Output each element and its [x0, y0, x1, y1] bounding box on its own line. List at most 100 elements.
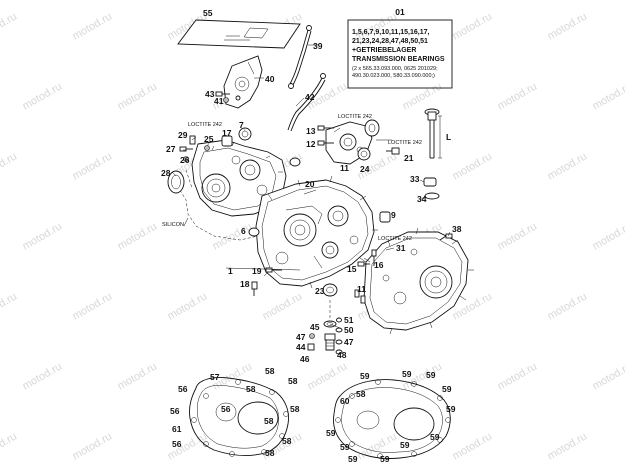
label-59-d: 59	[442, 384, 452, 394]
part-oil-dipstick: L	[424, 108, 451, 159]
label-20: 20	[305, 179, 315, 189]
label-13: 13	[306, 126, 316, 136]
label-19: 19	[252, 266, 262, 276]
label-58-c: 58	[246, 384, 256, 394]
label-45: 45	[310, 322, 320, 332]
watermark-text: motod.ru	[71, 290, 115, 322]
watermark-text: motod.ru	[0, 150, 19, 182]
watermark-text: motod.ru	[591, 220, 625, 252]
label-15: 15	[347, 264, 357, 274]
label-27: 27	[166, 144, 176, 154]
label-59-c: 59	[426, 370, 436, 380]
part-oil-seal-28	[167, 170, 185, 194]
watermark-text: motod.ru	[21, 220, 65, 252]
part-bolts-13-12	[317, 125, 334, 146]
label-59-g: 59	[430, 432, 440, 442]
part-dowels-11-lower	[354, 289, 366, 304]
part-filler-cap	[423, 177, 440, 200]
label-26: 26	[180, 155, 190, 165]
label-59-h: 59	[340, 442, 350, 452]
label-59-b: 59	[402, 369, 412, 379]
part-sensor-bracket	[223, 55, 263, 109]
watermark-text: motod.ru	[116, 80, 160, 112]
part-screws-43-41	[215, 91, 230, 103]
label-56-a: 56	[178, 384, 188, 394]
label-6: 6	[241, 226, 246, 236]
watermark-text: motod.ru	[451, 150, 495, 182]
watermark-text: motod.ru	[591, 80, 625, 112]
watermark-text: motod.ru	[401, 80, 445, 112]
info-small-1: (2 x 565.33.093.000, 0625 201029;	[352, 66, 438, 72]
label-56-d: 56	[172, 439, 182, 449]
label-59-e: 59	[446, 404, 456, 414]
label-34: 34	[417, 194, 427, 204]
watermark-text: motod.ru	[0, 430, 19, 462]
label-58-e: 58	[264, 416, 274, 426]
part-left-gasket-outline	[179, 169, 259, 241]
label-31: 31	[396, 243, 406, 253]
silicon-label: SILICON	[162, 222, 184, 228]
label-58-b: 58	[288, 376, 298, 386]
watermark-text: motod.ru	[0, 10, 19, 42]
part-oil-pump-assembly	[325, 119, 380, 165]
length-label: L	[446, 132, 451, 142]
label-11-top: 11	[340, 163, 349, 173]
label-58-d: 58	[290, 404, 300, 414]
loctite-cover-label: LOCTITE 242	[378, 236, 412, 242]
watermark-text: motod.ru	[496, 360, 540, 392]
part-oil-seal-23	[322, 283, 338, 297]
part-left-gasket	[189, 377, 289, 457]
part-small-fasteners-left	[179, 127, 252, 162]
label-58-a: 58	[265, 366, 275, 376]
part-screws-16-15	[357, 249, 377, 267]
loctite-right-label: LOCTITE 242	[388, 140, 422, 146]
label-24: 24	[360, 164, 370, 174]
label-46: 46	[300, 354, 310, 364]
info-line-1: 1,5,6,7,9,10,11,15,16,17,	[352, 29, 430, 36]
watermark-text: motod.ru	[261, 290, 305, 322]
label-57: 57	[210, 372, 220, 382]
watermark-text: motod.ru	[71, 10, 115, 42]
info-line-2: 21,23,24,28,47,48,50,51	[352, 38, 428, 45]
label-39: 39	[313, 41, 323, 51]
watermark-text: motod.ru	[116, 360, 160, 392]
label-17: 17	[222, 128, 232, 138]
loctite-left-label: LOCTITE 242	[188, 122, 222, 128]
watermark-text: motod.ru	[21, 80, 65, 112]
label-25: 25	[204, 134, 214, 144]
watermark-text: motod.ru	[166, 290, 210, 322]
annotations: LOCTITE 242 LOCTITE 242 LOCTITE 242 LOCT…	[162, 114, 422, 242]
watermark-text: motod.ru	[71, 430, 115, 462]
watermark-text: motod.ru	[451, 10, 495, 42]
part-retaining-spring	[288, 25, 312, 89]
label-33: 33	[410, 174, 420, 184]
label-40: 40	[265, 74, 275, 84]
watermark-text: motod.ru	[591, 360, 625, 392]
watermark-text: motod.ru	[546, 10, 590, 42]
watermark-text: motod.ru	[496, 80, 540, 112]
label-48: 48	[337, 350, 347, 360]
label-38: 38	[452, 224, 462, 234]
watermark-text: motod.ru	[546, 430, 590, 462]
part-dowels-center	[248, 211, 391, 237]
label-59-i: 59	[400, 440, 410, 450]
part-manual-card	[177, 19, 301, 49]
label-28: 28	[161, 168, 171, 178]
label-9: 9	[391, 210, 396, 220]
watermark-text: motod.ru	[546, 150, 590, 182]
label-18: 18	[240, 279, 250, 289]
label-43: 43	[205, 89, 215, 99]
label-42: 42	[305, 92, 315, 102]
label-47-right: 47	[344, 337, 354, 347]
label-7-top: 7	[239, 120, 244, 130]
label-59-j: 59	[348, 454, 358, 464]
info-small-2: 490.30.023.000, 580.33.090.000;)	[352, 73, 435, 79]
label-50: 50	[344, 325, 354, 335]
watermark-text: motod.ru	[496, 220, 540, 252]
label-23: 23	[315, 286, 325, 296]
watermark-text: motod.ru	[116, 220, 160, 252]
label-60: 60	[340, 396, 350, 406]
part-right-gasket	[333, 379, 451, 459]
watermark-text: motod.ru	[21, 360, 65, 392]
